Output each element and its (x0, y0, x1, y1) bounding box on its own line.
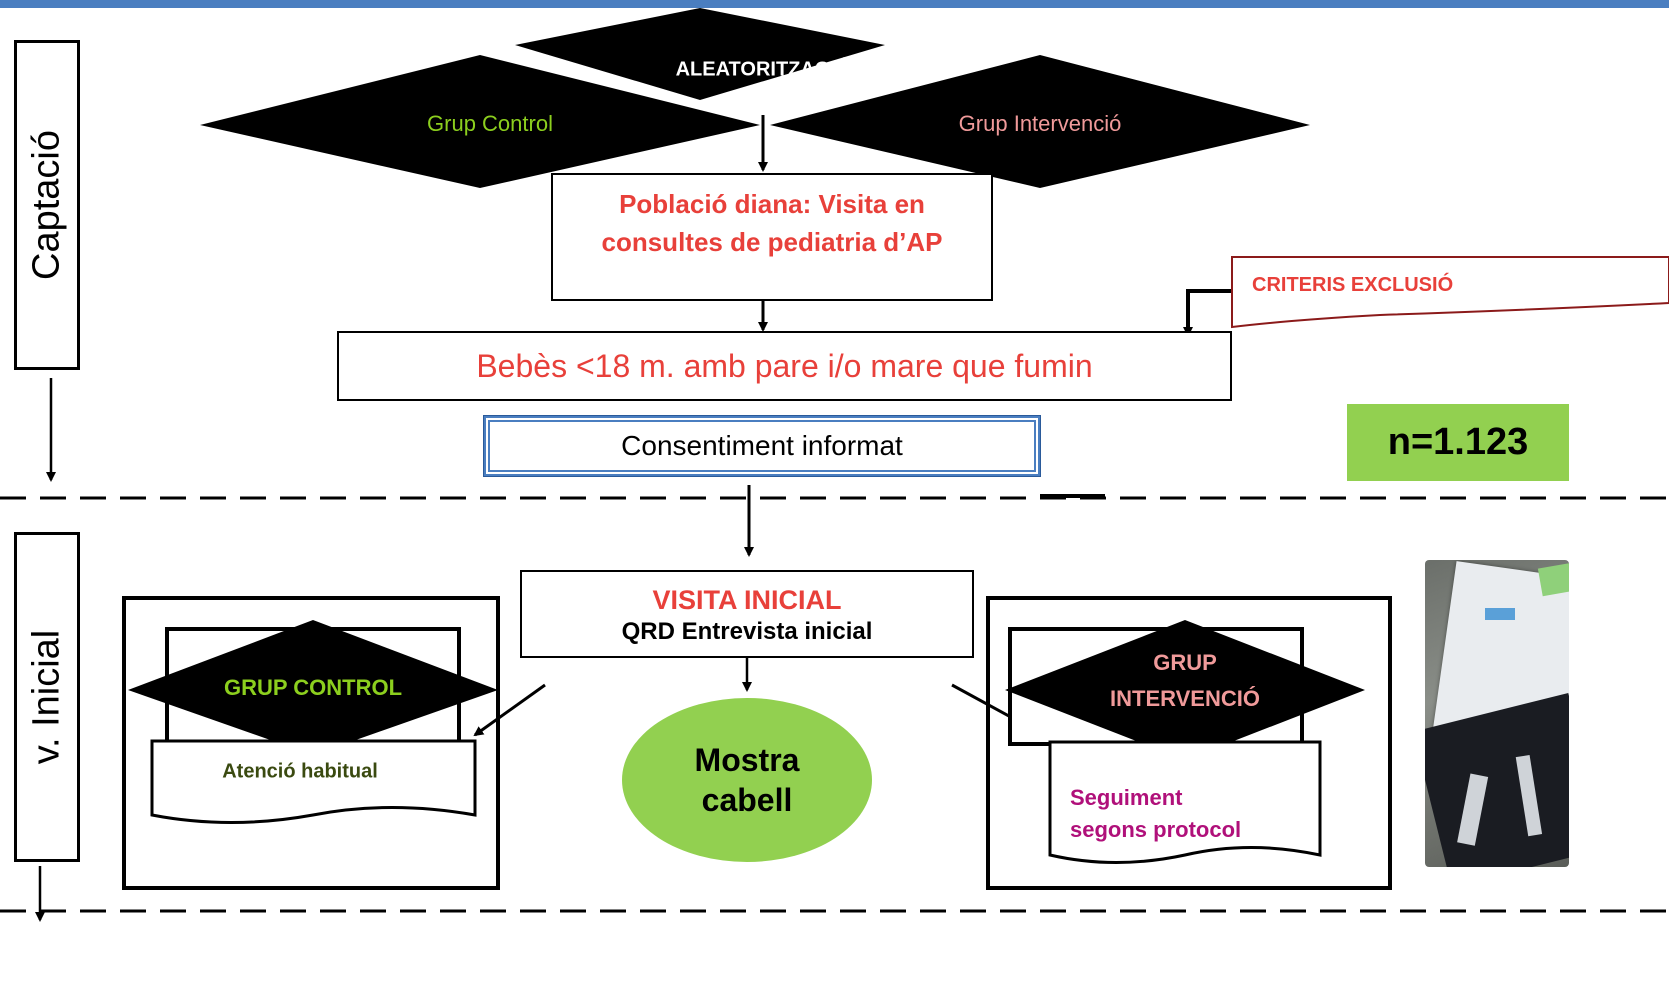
control-care-text: Atenció habitual (222, 760, 378, 783)
consent-box: Consentiment informat (483, 415, 1041, 477)
initial-visit-subtitle: QRD Entrevista inicial (621, 618, 873, 645)
top-bar (0, 0, 1669, 8)
initial-visit-box: VISITA INICIAL QRD Entrevista inicial (520, 570, 974, 658)
intervention-group-title: GRUP INTERVENCIÓ (1085, 645, 1285, 717)
sample-size-text: n=1.123 (1387, 421, 1529, 463)
control-group-frame (122, 596, 500, 890)
intervention-diamond (770, 55, 1310, 188)
intervention-group-diamond (1005, 620, 1365, 760)
photo-logo-mark (1485, 608, 1515, 620)
randomization-diamond (515, 8, 885, 100)
phase-label-captacio: Captació (14, 40, 80, 370)
intervention-followup-text: Seguiment segons protocol (1070, 782, 1241, 846)
followup-line1: Seguiment (1070, 785, 1183, 810)
intervention-title-line1: GRUP (1153, 650, 1217, 675)
control-care-doc (150, 739, 477, 824)
materials-photo (1425, 560, 1569, 867)
exclusion-criteria-shape (1231, 256, 1669, 329)
hair-sample-line1: Mostra (694, 742, 800, 778)
intervention-followup-doc (1048, 740, 1322, 864)
consent-text: Consentiment informat (621, 430, 903, 461)
photo-booklet-figure-2 (1515, 754, 1543, 837)
intervention-group-label: Grup Intervenció (958, 111, 1122, 136)
control-group-label: Grup Control (427, 111, 553, 136)
hair-sample-line2: cabell (701, 782, 793, 818)
control-group-title: GRUP CONTROL (223, 675, 403, 700)
target-population-box: Població diana: Visita en consultes de p… (551, 173, 993, 301)
exclusion-criteria-label: CRITERIS EXCLUSIÓ (1252, 274, 1454, 296)
intervention-group-frame (986, 596, 1392, 890)
target-population-text: Població diana: Visita en consultes de p… (601, 189, 943, 257)
initial-visit-title: VISITA INICIAL (652, 585, 842, 615)
randomization-label: ALEATORITZACIÓ (675, 58, 851, 81)
intervention-title-line2: INTERVENCIÓ (1110, 686, 1260, 711)
arrow-visit-to-control (473, 683, 546, 737)
photo-green-card (1537, 561, 1569, 597)
hair-sample-text: Mostra cabell (647, 740, 847, 820)
hair-sample-ellipse (622, 698, 872, 862)
control-diamond (200, 55, 760, 188)
exclusion-connector (1183, 289, 1235, 337)
control-group-diamond (128, 620, 498, 755)
babies-box: Bebès <18 m. amb pare i/o mare que fumin (337, 331, 1232, 401)
followup-line2: segons protocol (1070, 817, 1242, 842)
sample-size-badge: n=1.123 (1347, 404, 1569, 481)
babies-text: Bebès <18 m. amb pare i/o mare que fumin (476, 348, 1093, 384)
phase-label-inicial: v. Inicial (14, 532, 80, 862)
photo-booklet-figure-1 (1457, 773, 1489, 846)
